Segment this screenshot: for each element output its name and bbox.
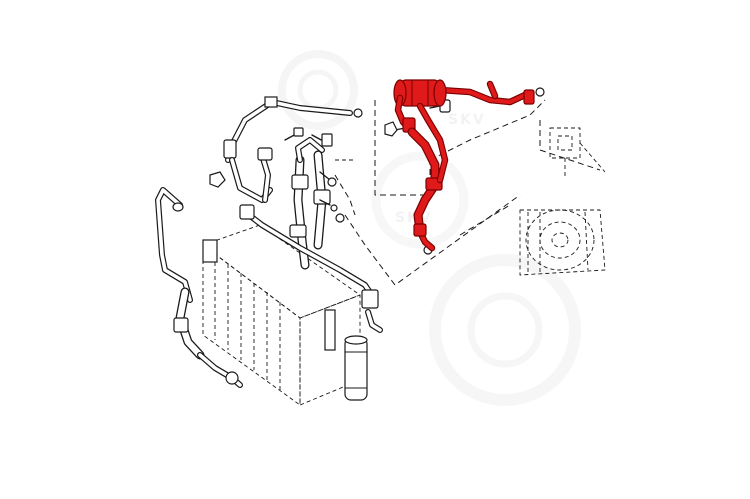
pipe-clip <box>223 139 237 159</box>
pipe-diagonal-fitting <box>239 204 255 220</box>
watermark-gear-right <box>429 254 581 406</box>
pipe-diagonal-end-fitting <box>361 289 379 309</box>
o-ring-right <box>535 87 545 97</box>
pipe-far-left <box>155 187 243 388</box>
dashed-reference-lines <box>334 99 601 286</box>
condenser-fins <box>214 255 281 390</box>
watermark: SKV SKV <box>278 50 581 406</box>
condenser <box>202 224 368 406</box>
o-ring-top <box>353 108 363 118</box>
hose-crimp-2 <box>313 189 331 205</box>
red-pipe-bottom-fitting <box>413 223 427 237</box>
compressor-pulley <box>525 209 595 271</box>
dashed-leader-right <box>539 120 601 171</box>
pipe-upper-left <box>223 96 363 163</box>
bolt-2 <box>311 133 333 147</box>
watermark-text-1: SKV <box>448 112 486 128</box>
connector-block <box>257 147 273 161</box>
bolt-4 <box>319 199 338 212</box>
condenser-front-face <box>202 244 301 406</box>
highlighted-pipe-assembly <box>393 79 535 252</box>
compressor <box>519 209 606 276</box>
dashed-leader-bottom <box>344 194 521 286</box>
compressor-body <box>519 209 606 276</box>
far-left-pipe-end <box>172 202 184 212</box>
pipe-diagonal <box>239 204 383 333</box>
watermark-gear-center <box>371 151 469 249</box>
far-left-bottom-fitting <box>225 371 239 385</box>
pipe-fitting-top <box>264 96 278 108</box>
pipe-left-connector <box>229 147 273 203</box>
red-pipe-right-fitting <box>523 89 535 105</box>
bolt-1 <box>284 127 304 141</box>
hose-crimp-1 <box>291 174 309 190</box>
expansion-valve-body <box>549 127 581 159</box>
dashed-leader-center <box>334 174 356 216</box>
dashed-outline-upper-left <box>374 100 431 196</box>
nut-1 <box>209 171 226 188</box>
expansion-valve <box>549 127 606 178</box>
condenser-bracket-left <box>202 239 218 263</box>
fasteners <box>209 87 545 255</box>
bolt-3 <box>319 171 337 187</box>
hose-crimp-3 <box>289 224 307 238</box>
receiver-drier <box>344 335 368 401</box>
condenser-bracket-right <box>324 309 336 351</box>
compressor-fins <box>527 211 589 273</box>
dashed-leader-top <box>429 99 546 161</box>
o-ring-center <box>335 213 345 223</box>
far-left-crimp <box>173 317 189 333</box>
